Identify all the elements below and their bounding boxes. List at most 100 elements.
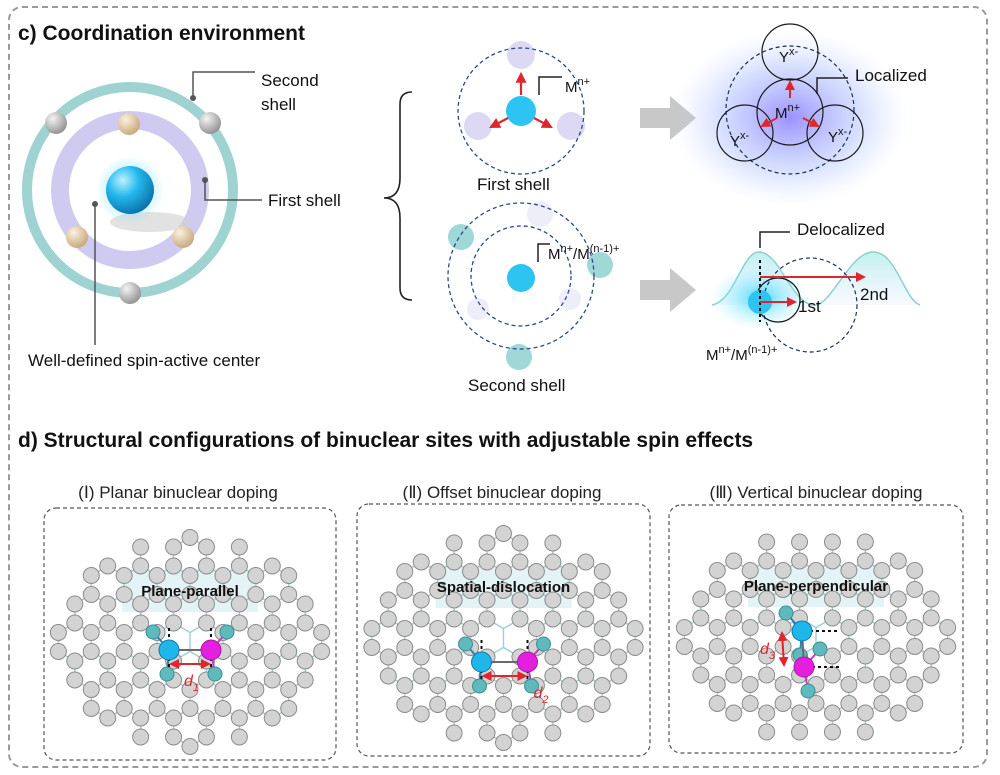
distance-arrow <box>777 631 789 667</box>
carbon-atom <box>181 529 199 546</box>
carbon-atom <box>396 639 414 656</box>
carbon-atom <box>577 553 595 571</box>
carbon-atom <box>544 591 562 609</box>
carbon-atom <box>560 582 578 599</box>
carbon-atom <box>495 563 512 580</box>
carbon-atom <box>313 624 331 641</box>
carbon-atom <box>429 677 447 694</box>
carbon-atom <box>247 700 265 717</box>
carbon-atom <box>214 586 232 603</box>
carbon-atom <box>263 595 281 613</box>
carbon-atom <box>922 609 940 627</box>
carbon-atom <box>610 667 628 685</box>
carbon-atom <box>115 586 133 603</box>
distance-label: d2 <box>534 685 549 706</box>
carbon-atom <box>445 648 463 666</box>
delocalized-metal-label: Mn+/M(n-1)+ <box>706 344 777 364</box>
coordinating-atom <box>472 678 487 694</box>
carbon-atom <box>577 648 595 666</box>
carbon-atom <box>741 695 759 712</box>
carbon-atom <box>692 666 710 684</box>
carbon-atom <box>115 567 133 584</box>
carbon-atom <box>939 619 957 636</box>
second-shell-metal-label: Mn+/M(n-1)+ <box>548 243 619 263</box>
carbon-atom <box>66 671 84 689</box>
panel-heading: (Ⅰ) Planar binuclear doping <box>78 483 278 502</box>
carbon-atom <box>577 705 595 723</box>
carbon-atom <box>527 620 545 637</box>
carbon-atom <box>280 586 298 603</box>
carbon-atom <box>906 562 924 579</box>
first-shell-atom <box>172 226 194 248</box>
carbon-atom <box>774 619 792 636</box>
carbon-atom <box>132 652 150 670</box>
carbon-atom <box>692 647 710 665</box>
carbon-atom <box>230 595 248 613</box>
carbon-atom <box>873 676 891 693</box>
carbon-atom <box>379 648 397 666</box>
carbon-atom <box>379 667 397 685</box>
carbon-atom <box>429 639 447 656</box>
carbon-atom <box>823 666 841 684</box>
carbon-atom <box>82 586 100 603</box>
first-shell-atom <box>66 226 88 248</box>
carbon-atom <box>527 696 545 713</box>
carbon-atom <box>181 700 199 717</box>
carbon-atom <box>725 590 743 608</box>
carbon-atom <box>511 705 529 723</box>
carbon-atom <box>823 704 841 722</box>
carbon-atom <box>82 624 100 641</box>
carbon-atom <box>230 671 248 689</box>
first-shell-metal-label: Mn+ <box>565 76 590 96</box>
carbon-atom <box>445 553 463 571</box>
carbon-atom <box>379 591 397 609</box>
carbon-atom <box>856 590 874 608</box>
carbon-atom <box>939 638 957 655</box>
carbon-atom <box>396 582 414 599</box>
first-shell-atom <box>118 113 140 135</box>
carbon-atom <box>263 652 281 670</box>
carbon-atom <box>840 676 858 693</box>
carbon-atom <box>445 667 463 685</box>
binuclear-panel-1: (Ⅰ) Planar binuclear dopingPlane-paralle… <box>43 483 337 761</box>
carbon-atom <box>462 620 480 637</box>
distance-label: d1 <box>184 673 199 694</box>
carbon-atom <box>626 639 644 656</box>
carbon-atom <box>99 709 117 727</box>
first-shell-caption: First shell <box>477 175 550 194</box>
carbon-atom <box>560 620 578 637</box>
carbon-atom <box>132 538 150 556</box>
carbon-atom <box>495 734 512 751</box>
coordinating-atom <box>536 636 551 652</box>
carbon-atom <box>445 610 463 628</box>
metal-atom-b <box>517 651 538 673</box>
atom-diagram: Second shell First shell Well-defined sp… <box>22 71 341 370</box>
carbon-atom <box>429 582 447 599</box>
carbon-atom <box>165 595 183 613</box>
carbon-atom <box>197 557 215 575</box>
configuration-label: Plane-perpendicular <box>744 578 888 595</box>
carbon-atom <box>823 723 841 741</box>
metal-atom-b <box>200 639 222 661</box>
brace <box>383 91 413 301</box>
carbon-atom <box>462 563 480 580</box>
carbon-atom <box>115 700 133 717</box>
carbon-atom <box>840 562 858 579</box>
carbon-atom <box>791 704 809 722</box>
carbon-atom <box>396 563 414 580</box>
carbon-atom <box>840 638 858 655</box>
carbon-atom <box>214 700 232 717</box>
second-shell-atom <box>199 112 221 134</box>
carbon-atom <box>906 695 924 712</box>
carbon-atom <box>396 696 414 713</box>
carbon-atom <box>906 676 924 693</box>
carbon-atom <box>741 676 759 693</box>
carbon-atom <box>922 666 940 684</box>
carbon-atom <box>593 639 611 656</box>
first-shell-label: First shell <box>268 191 341 210</box>
carbon-atom <box>758 666 776 684</box>
carbon-atom <box>165 728 183 746</box>
metal-atom-a <box>158 639 180 661</box>
carbon-atom <box>99 652 117 670</box>
carbon-atom <box>560 696 578 713</box>
